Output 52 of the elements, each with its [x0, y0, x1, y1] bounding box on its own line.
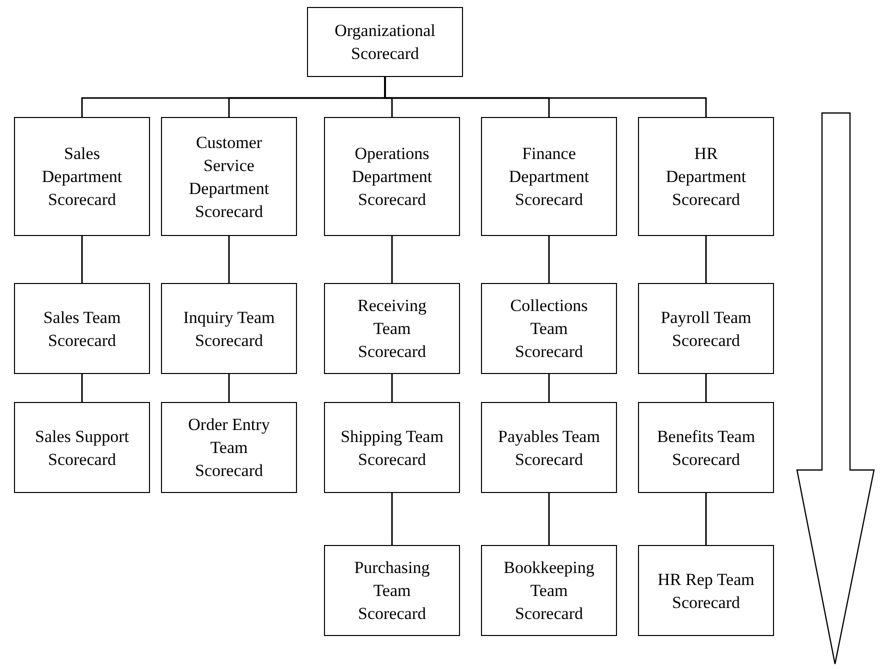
connector-line	[391, 493, 393, 545]
scorecard-box	[638, 545, 774, 636]
scorecard-box	[638, 283, 774, 374]
scorecard-box	[161, 117, 297, 236]
box-label: Receiving Team Scorecard	[356, 295, 428, 363]
box-label: Payables Team Scorecard	[497, 426, 601, 470]
connector-line	[705, 236, 707, 283]
scorecard-box	[307, 7, 463, 77]
scorecard-box	[638, 402, 774, 493]
box-label: Benefits Team Scorecard	[656, 426, 756, 470]
scorecard-box	[14, 402, 150, 493]
box-label: Sales Department Scorecard	[40, 143, 124, 211]
connector-line	[228, 236, 230, 283]
connector-line	[384, 77, 707, 117]
scorecard-box	[638, 117, 774, 236]
box-label: HR Department Scorecard	[664, 143, 748, 211]
connector-line	[81, 374, 83, 402]
scorecard-box	[14, 117, 150, 236]
connector-line	[705, 374, 707, 402]
scorecard-box	[481, 402, 617, 493]
box-label: Shipping Team Scorecard	[340, 426, 444, 470]
box-label: Sales Support Scorecard	[34, 426, 130, 470]
connector-line	[548, 236, 550, 283]
scorecard-box	[324, 545, 460, 636]
scorecard-box	[324, 117, 460, 236]
connector-line	[81, 236, 83, 283]
box-label: Operations Department Scorecard	[350, 143, 434, 211]
scorecard-box	[14, 283, 150, 374]
scorecard-box	[324, 402, 460, 493]
box-label: Finance Department Scorecard	[508, 143, 590, 211]
connector-line	[391, 236, 393, 283]
connector-line	[705, 493, 707, 545]
box-label: Customer Service Department Scorecard	[188, 132, 270, 222]
connector-line	[391, 374, 393, 402]
box-label: Bookkeeping Team Scorecard	[502, 557, 596, 625]
box-label: Order Entry Team Scorecard	[187, 414, 271, 482]
scorecard-box	[161, 283, 297, 374]
scorecard-box	[161, 402, 297, 493]
box-label: Collections Team Scorecard	[509, 295, 589, 363]
connector-line	[228, 374, 230, 402]
box-label: Inquiry Team Scorecard	[182, 306, 276, 352]
scorecard-box	[324, 283, 460, 374]
box-label: Organizational Scorecard	[334, 20, 436, 65]
box-label: Purchasing Team Scorecard	[353, 557, 431, 625]
box-label: Payroll Team Scorecard	[660, 306, 752, 352]
connector-line	[548, 374, 550, 402]
box-label: HR Rep Team Scorecard	[656, 568, 756, 614]
scorecard-box	[481, 545, 617, 636]
box-label: Sales Team Scorecard	[42, 306, 122, 352]
scorecard-box	[481, 283, 617, 374]
connector-line	[548, 493, 550, 545]
scorecard-box	[481, 117, 617, 236]
